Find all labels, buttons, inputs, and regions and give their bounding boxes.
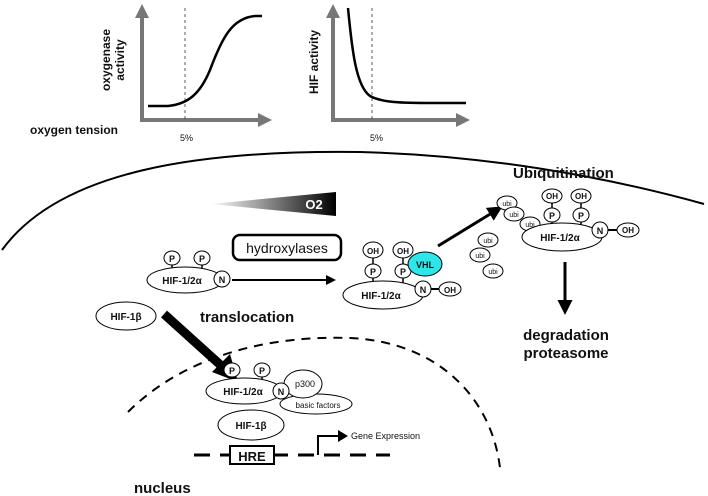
nuclear-envelope <box>127 336 501 469</box>
gene-expression-arrow <box>317 435 340 455</box>
n-terminal-label: N <box>420 285 427 295</box>
hydroxylases-label: hydroxylases <box>246 240 328 256</box>
ubi-bubble <box>503 206 525 222</box>
hif-alpha-label: HIF-1/2α <box>162 276 202 287</box>
hydroxyl-bubble <box>438 281 462 297</box>
o2-label: O2 <box>305 197 322 212</box>
graph-right-curve <box>346 7 467 105</box>
graph-left-ylabel-line1: oxygenase <box>99 29 113 91</box>
hif-alpha-label: HIF-1/2α <box>540 233 580 244</box>
gene-expression-label: Gene Expression <box>351 431 420 441</box>
ubi-label: ubi <box>483 238 493 245</box>
hif-alpha-ubiquitinated: OH OH P P ubi ubi ubi HIF-1/2α N OH <box>496 188 640 252</box>
phosphate-bubble <box>223 362 241 378</box>
gene-expression-arrowhead <box>338 430 348 442</box>
phosphate-label: P <box>259 366 265 376</box>
hydroxyl-bubble <box>541 188 563 204</box>
hydroxyl-label: OH <box>575 192 587 201</box>
graph-left-tick: 5% <box>180 133 193 143</box>
hydroxyl-label: OH <box>397 247 409 256</box>
graph-left-xlabel: oxygen tension <box>30 123 118 137</box>
ubi-label: ubi <box>509 212 519 219</box>
graph-left-y-arrowhead <box>135 4 149 18</box>
phosphate-bubble <box>572 207 590 223</box>
hydroxyl-label: OH <box>367 247 379 256</box>
hre-box <box>229 445 275 465</box>
graph-left-x-arrowhead <box>258 113 272 127</box>
p300-label: p300 <box>295 379 315 389</box>
hydroxyl-label: OH <box>546 192 558 201</box>
phosphate-bubble <box>543 207 561 223</box>
graph-right-ylabel: HIF activity <box>307 30 321 94</box>
hydroxylases-box <box>231 233 343 262</box>
vhl-bubble <box>407 251 443 277</box>
hydroxyl-bubble <box>392 241 414 259</box>
n-terminal-label: N <box>597 226 604 236</box>
graph-right-x-arrowhead <box>456 113 470 127</box>
hif-alpha-label: HIF-1/2α <box>361 291 401 302</box>
hydroxyl-label: OH <box>622 226 634 235</box>
free-ubiquitin-group: ubi ubi ubi <box>469 232 504 279</box>
cell-membrane <box>1 150 705 251</box>
phosphate-bubble <box>193 250 211 266</box>
hre-label: HRE <box>238 449 266 464</box>
phosphate-bubble <box>253 362 271 378</box>
graph-left-ylabel-line2: activity <box>113 39 127 81</box>
ubiquitination-arrow <box>437 206 503 248</box>
hydroxyl-bubble <box>616 222 640 238</box>
ubi-label: ubi <box>502 201 512 208</box>
ubi-bubble <box>469 247 491 263</box>
hif-beta-nuclear <box>217 409 285 441</box>
basic-factors-label: basic factors <box>296 401 341 410</box>
proteasome-label: proteasome <box>523 345 608 362</box>
ubi-label: ubi <box>525 222 535 229</box>
hif-nuclear-complex: P P basic factors p300 HIF-1/2α N HIF-1β <box>205 362 353 441</box>
hif-beta-label: HIF-1β <box>110 312 141 323</box>
n-terminal-bubble <box>213 270 231 288</box>
hydroxyl-bubble <box>570 188 592 204</box>
nucleus-label: nucleus <box>134 480 191 496</box>
graph-right-y-arrowhead <box>326 4 340 18</box>
phosphate-label: P <box>578 211 584 221</box>
n-terminal-label: N <box>278 387 285 397</box>
phosphate-label: P <box>169 254 175 264</box>
n-terminal-bubble <box>272 382 290 400</box>
n-terminal-label: N <box>219 275 226 285</box>
hif-alpha-hydroxylated: OH OH P P VHL HIF-1/2α N OH <box>342 241 462 310</box>
ubi-label: ubi <box>475 253 485 260</box>
graph-left-curve <box>148 14 262 108</box>
degradation-label: degradation <box>523 327 609 344</box>
translocation-label: translocation <box>200 309 294 326</box>
o2-gradient-wedge <box>210 192 336 216</box>
vhl-label: VHL <box>416 260 435 270</box>
hif-beta-cytoplasm <box>95 301 157 331</box>
phosphate-bubble <box>163 250 181 266</box>
ubi-bubble <box>477 232 499 248</box>
ubiquitination-label: Ubiquitination <box>513 165 614 182</box>
graph-right-tick: 5% <box>370 133 383 143</box>
translocation-arrow-shaft <box>160 310 230 374</box>
phosphate-label: P <box>400 267 406 277</box>
phosphate-label: P <box>229 366 235 376</box>
graph-oxygenase-activity: oxygenase activity oxygen tension 5% <box>30 4 272 143</box>
hydroxyl-label: OH <box>444 286 456 295</box>
phosphate-label: P <box>199 254 205 264</box>
hif-alpha-cytoplasm: P P HIF-1/2α N <box>146 250 231 294</box>
phosphate-label: P <box>370 267 376 277</box>
graph-hif-activity: HIF activity 5% <box>307 4 470 143</box>
phosphate-bubble <box>364 263 382 279</box>
ubi-label: ubi <box>488 269 498 276</box>
hif-alpha-label: HIF-1/2α <box>223 387 263 398</box>
ubi-bubble <box>482 263 504 279</box>
phosphate-label: P <box>549 211 555 221</box>
hif-beta-label: HIF-1β <box>235 421 266 432</box>
hydroxyl-bubble <box>362 241 384 259</box>
